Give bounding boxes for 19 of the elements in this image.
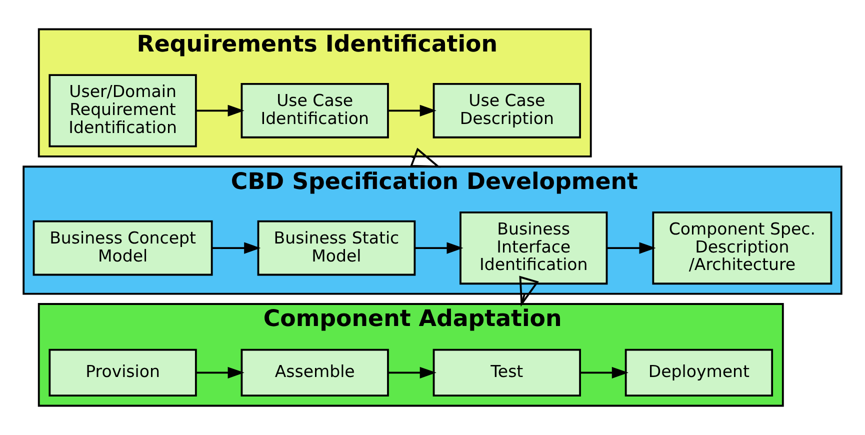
arrow	[388, 104, 436, 116]
arrow	[196, 104, 244, 116]
node-box: Business Interface Identification	[460, 211, 608, 285]
node-box: Deployment	[624, 348, 774, 397]
arrow	[196, 366, 244, 378]
node-box: Use Case Description	[432, 83, 581, 138]
node-box: Business Concept Model	[32, 220, 213, 276]
node-box: Assemble	[240, 348, 389, 397]
node-box: Test	[432, 348, 581, 397]
arrow	[415, 242, 464, 254]
node-box: Component Spec. Description /Architecture	[652, 211, 832, 285]
arrow	[580, 366, 628, 378]
node-box: Provision	[48, 348, 197, 397]
node-box: Business Static Model	[257, 220, 416, 276]
node-box: User/Domain Requirement Identification	[48, 74, 197, 148]
arrow	[606, 242, 656, 254]
arrow	[212, 242, 261, 254]
node-box: Use Case Identification	[240, 83, 389, 138]
arrow	[388, 366, 436, 378]
